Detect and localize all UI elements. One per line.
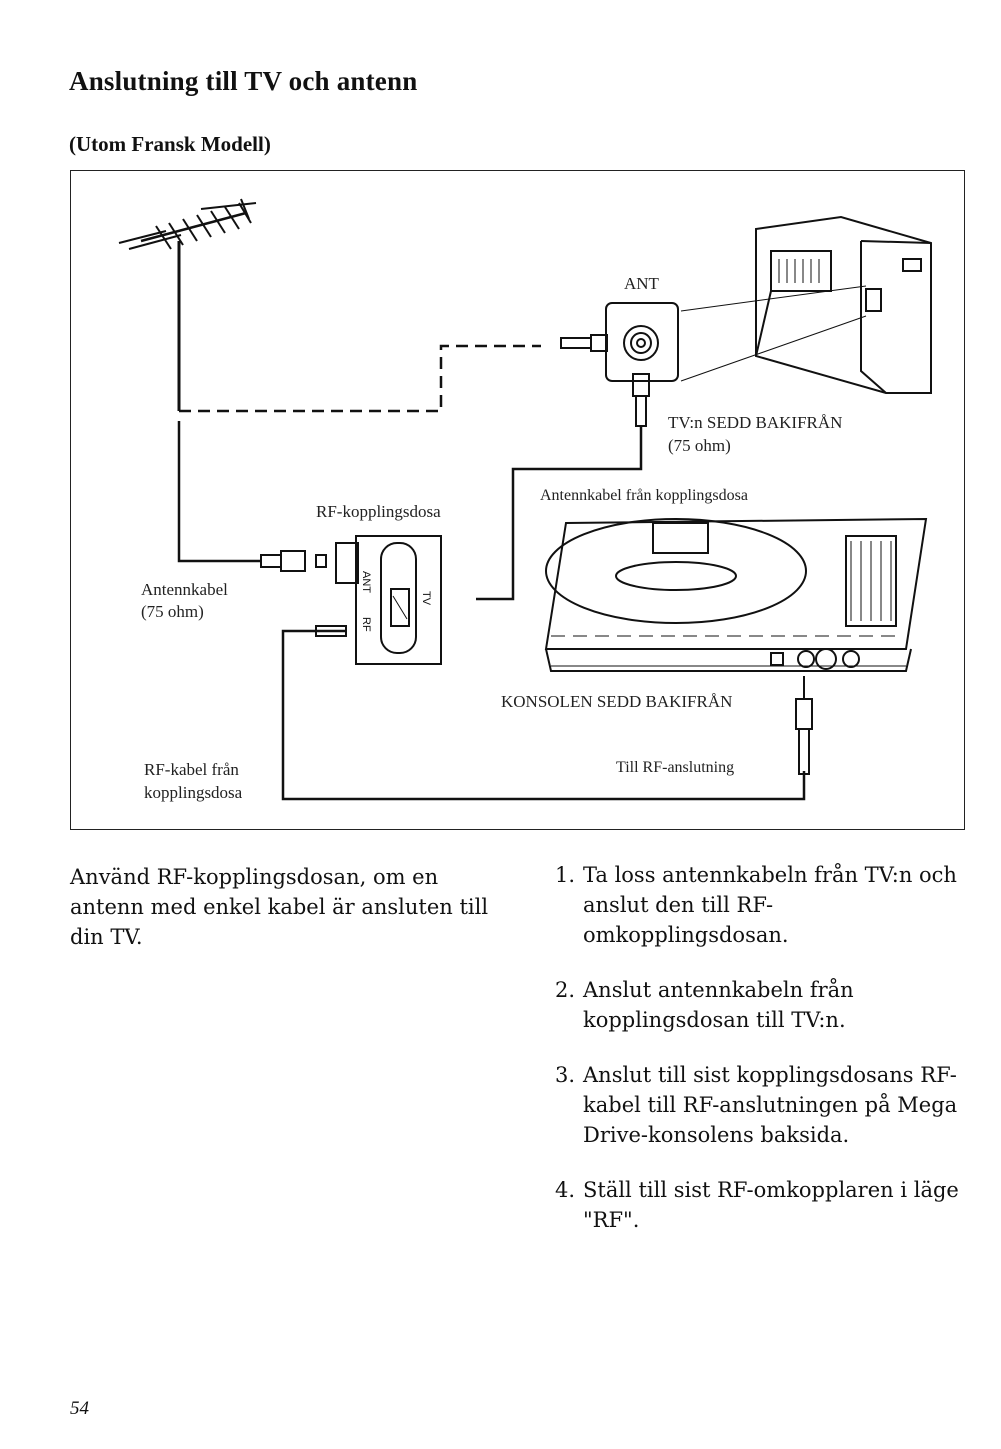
- rf-switch-box-icon: [335, 535, 442, 665]
- list-item: 4. Ställ till sist RF-omkopplaren i läge …: [555, 1175, 975, 1235]
- step-number: 1.: [555, 863, 576, 887]
- list-item: 3. Anslut till sist kopplingsdosans RF-ka…: [555, 1060, 975, 1150]
- label-console-rear: KONSOLEN SEDD BAKIFRÅN: [501, 692, 733, 711]
- box-rf-mark: RF: [360, 617, 372, 632]
- step-text: Anslut till sist kopplingsdosans RF-kabe…: [583, 1063, 958, 1147]
- list-item: 1. Ta loss antennkabeln från TV:n och ans…: [555, 860, 975, 950]
- page-title: Anslutning till TV och antenn: [69, 66, 418, 96]
- label-to-rf: Till RF-anslutning: [616, 759, 735, 776]
- list-item: 2. Anslut antennkabeln från kopplingsdosa…: [555, 975, 975, 1035]
- step-number: 3.: [555, 1063, 576, 1087]
- rf-cable: [281, 629, 806, 801]
- tv-rear-icon: [755, 215, 932, 394]
- old-antenna-cable: [179, 344, 541, 413]
- page-number: 54: [70, 1398, 89, 1419]
- label-rf-box: RF-kopplingsdosa: [316, 502, 441, 521]
- intro-paragraph: Använd RF-kopplingsdosan, om en antenn m…: [70, 865, 489, 949]
- box-to-tv-cable: [476, 426, 643, 601]
- label-antenna-ohm: (75 ohm): [141, 602, 204, 621]
- label-tv-rear: TV:n SEDD BAKIFRÅN: [668, 413, 843, 432]
- label-ant: ANT: [624, 274, 659, 293]
- box-ant-mark: ANT: [360, 571, 372, 593]
- rf-plug-icon: [795, 676, 813, 775]
- step-text: Ta loss antennkabeln från TV:n och anslu…: [583, 863, 957, 947]
- label-tv-ohm: (75 ohm): [668, 436, 731, 455]
- step-number: 2.: [555, 978, 576, 1002]
- connection-diagram-drawing: ANT TV RF: [118, 198, 932, 801]
- label-rf-cable-line1: RF-kabel från: [144, 760, 239, 779]
- step-list: 1. Ta loss antennkabeln från TV:n och ans…: [555, 860, 975, 1260]
- connection-diagram: ANT TV RF ANT TV:n SEDD BAKIFRÅN (75 ohm…: [70, 170, 965, 830]
- box-tv-mark: TV: [420, 591, 432, 606]
- label-antenna-cable: Antennkabel: [141, 580, 228, 599]
- label-antenna-cable-from-box: Antennkabel från kopplingsdosa: [540, 487, 748, 504]
- step-number: 4.: [555, 1178, 576, 1202]
- console-rear-icon: [544, 517, 928, 672]
- tv-ant-socket-icon: [560, 302, 679, 427]
- antenna-icon: [118, 198, 257, 411]
- step-text: Anslut antennkabeln från kopplingsdosan …: [583, 978, 854, 1032]
- page-subtitle: (Utom Fransk Modell): [69, 132, 271, 156]
- step-text: Ställ till sist RF-omkopplaren i läge "R…: [583, 1178, 959, 1232]
- label-rf-cable-line2: kopplingsdosa: [144, 783, 243, 802]
- antenna-to-box-cable: [177, 421, 261, 563]
